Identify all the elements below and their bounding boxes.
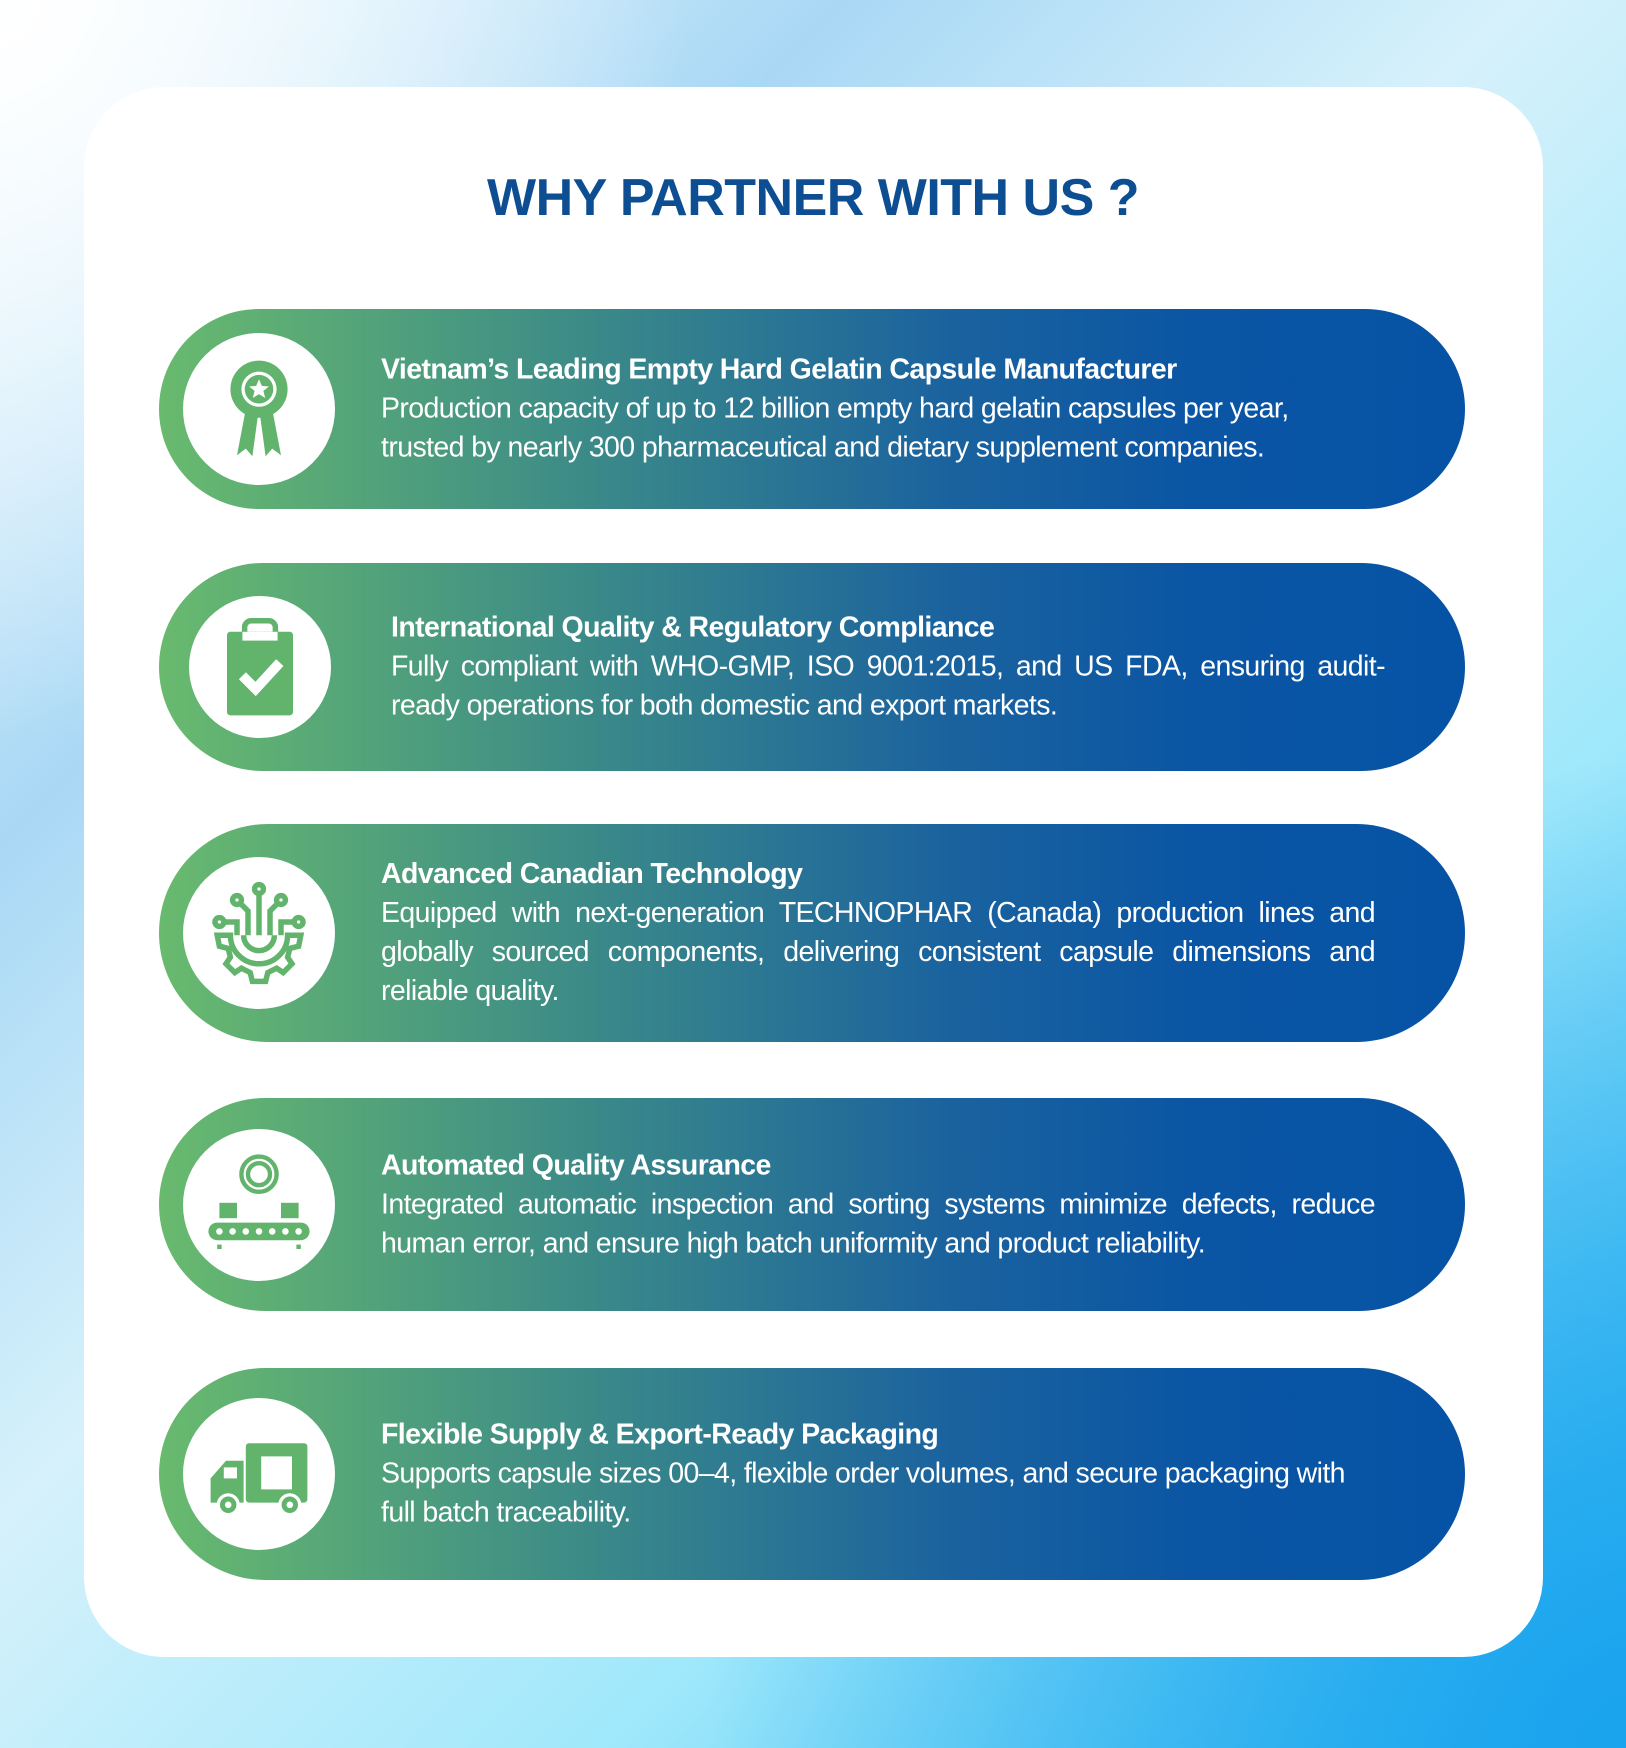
feature-card-supply: Flexible Supply & Export-Ready Packaging… (159, 1368, 1465, 1580)
card-body: Fully compliant with WHO-GMP, ISO 9001:2… (391, 650, 1386, 722)
feature-card-quality-assurance: Automated Quality Assurance Integrated a… (159, 1098, 1465, 1311)
card-heading: International Quality & Regulatory Compl… (391, 611, 995, 644)
page-title: WHY PARTNER WITH US ? (487, 169, 1140, 227)
card-body: Equipped with next-generation TECHNOPHAR… (381, 897, 1376, 1007)
card-text: Vietnam’s Leading Empty Hard Gelatin Cap… (381, 351, 1375, 468)
delivery-truck-icon (210, 1443, 308, 1517)
conveyor-belt-icon (208, 1153, 310, 1249)
gear-circuit-icon (212, 881, 306, 985)
card-heading: Flexible Supply & Export-Ready Packaging (381, 1418, 939, 1451)
card-text: Automated Quality Assurance Integrated a… (381, 1146, 1376, 1263)
icon-circle (189, 596, 331, 738)
icon-circle (183, 333, 335, 485)
card-text: Flexible Supply & Export-Ready Packaging… (381, 1416, 1375, 1533)
feature-card-compliance: International Quality & Regulatory Compl… (159, 563, 1465, 771)
feature-card-technology: Advanced Canadian Technology Equipped wi… (159, 824, 1465, 1042)
card-heading: Vietnam’s Leading Empty Hard Gelatin Cap… (381, 353, 1177, 386)
icon-circle (183, 857, 335, 1009)
card-body: Production capacity of up to 12 billion … (381, 392, 1289, 464)
card-body: Supports capsule sizes 00–4, flexible or… (381, 1457, 1346, 1529)
award-ribbon-icon (230, 360, 288, 457)
card-heading: Advanced Canadian Technology (381, 858, 803, 890)
icon-circle (183, 1128, 335, 1281)
clipboard-check-icon (227, 618, 293, 716)
icon-circle (183, 1398, 335, 1550)
card-heading: Automated Quality Assurance (381, 1149, 771, 1181)
card-body: Integrated automatic inspection and sort… (381, 1188, 1376, 1259)
card-text: Advanced Canadian Technology Equipped wi… (381, 855, 1376, 1011)
card-text: International Quality & Regulatory Compl… (391, 609, 1386, 726)
feature-card-manufacturer: Vietnam’s Leading Empty Hard Gelatin Cap… (159, 309, 1465, 509)
